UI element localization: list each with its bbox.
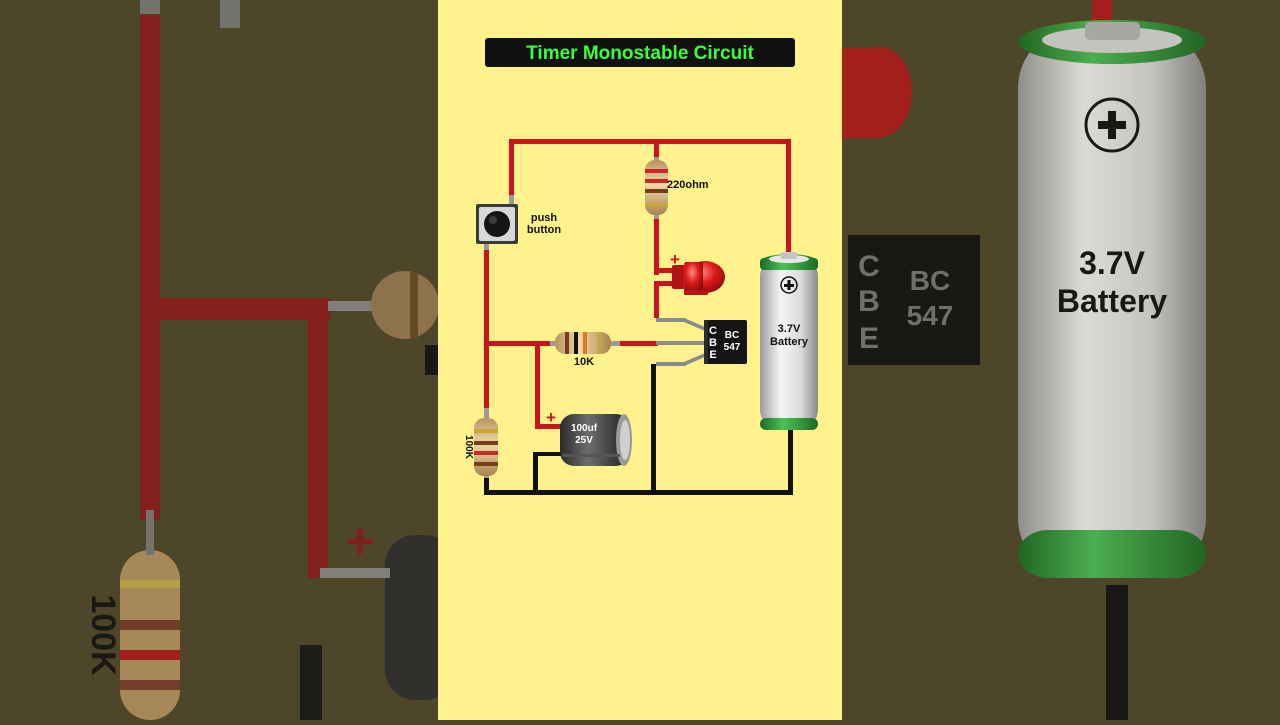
led xyxy=(672,261,725,295)
right-zoom-background: C B E BC 547 3.7V Battery xyxy=(842,0,1280,720)
transistor-bc547 xyxy=(704,320,747,364)
resistor-10k-label: 10K xyxy=(574,356,594,368)
page-title: Timer Monostable Circuit xyxy=(526,43,754,64)
blurred-pin-c: C xyxy=(858,250,880,283)
transistor-pin-b: B xyxy=(709,337,717,349)
blurred-100k-resistor xyxy=(120,550,180,720)
transistor-leads xyxy=(656,318,705,366)
blurred-battery-voltage: 3.7V xyxy=(1079,245,1145,281)
blurred-capacitor xyxy=(385,535,455,700)
resistor-10k xyxy=(550,332,620,354)
blurred-transistor xyxy=(848,235,980,365)
resistor-220ohm xyxy=(645,157,668,219)
blurred-bc: BC xyxy=(910,265,950,296)
transistor-pin-e: E xyxy=(709,349,716,361)
resistor-220ohm-label: 220ohm xyxy=(667,179,709,191)
transistor-name-1: BC xyxy=(725,330,739,341)
negative-wires xyxy=(484,364,793,495)
positive-wires xyxy=(484,139,791,429)
blurred-pin-e: E xyxy=(859,322,879,355)
push-button xyxy=(476,195,518,250)
blurred-pin-b: B xyxy=(858,285,880,318)
battery-voltage-label: 3.7V xyxy=(778,323,801,335)
push-button-label-1: push xyxy=(531,212,558,224)
transistor-pin-c: C xyxy=(709,325,717,337)
battery-3v7 xyxy=(760,252,818,430)
led-anode-plus: + xyxy=(670,250,680,269)
button-cap xyxy=(484,211,510,237)
resistor-100k-label: 100K xyxy=(463,435,474,460)
capacitor-plus: + xyxy=(546,408,556,427)
resistor-100k xyxy=(474,408,498,478)
blurred-plus-sign: + xyxy=(345,513,374,569)
blurred-resistor-head xyxy=(371,271,439,339)
blurred-red-wire xyxy=(140,15,160,520)
blurred-battery-word: Battery xyxy=(1057,283,1167,319)
push-button-label-2: button xyxy=(527,224,561,236)
battery-name-label: Battery xyxy=(770,336,809,348)
left-zoom-background: 100K + xyxy=(0,0,455,720)
blurred-battery xyxy=(1018,28,1206,578)
title-banner: Timer Monostable Circuit xyxy=(485,38,795,67)
capacitor-100uf xyxy=(560,414,632,466)
capacitor-value-label: 100uf xyxy=(571,423,598,434)
blurred-547: 547 xyxy=(907,300,954,331)
capacitor-voltage-label: 25V xyxy=(575,435,593,446)
transistor-name-2: 547 xyxy=(724,342,741,353)
blurred-100k-label: 100K xyxy=(84,594,122,676)
